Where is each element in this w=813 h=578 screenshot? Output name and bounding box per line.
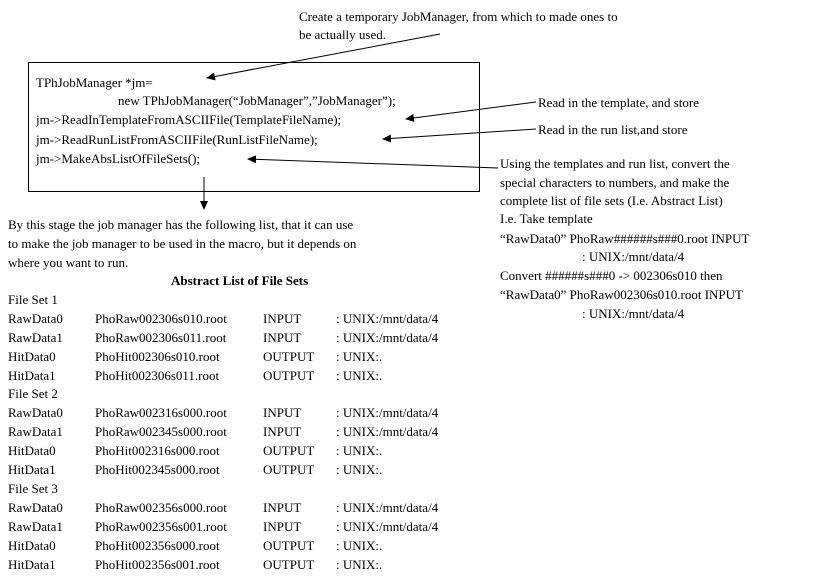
- file-location: : UNIX:.: [336, 368, 383, 383]
- note-make-list-line: Using the templates and run list, conver…: [500, 156, 730, 171]
- file-location: : UNIX:/mnt/data/4: [336, 519, 439, 534]
- file-key: HitData0: [8, 538, 56, 553]
- note-make-list-line: complete list of file sets (I.e. Abstrac…: [500, 193, 723, 208]
- top-note-line-1: Create a temporary JobManager, from whic…: [299, 9, 618, 24]
- file-name: PhoRaw002306s011.root: [95, 330, 227, 345]
- file-key: RawData1: [8, 424, 63, 439]
- file-name: PhoRaw002345s000.root: [95, 424, 227, 439]
- note-make-list-line: I.e. Take template: [500, 211, 593, 226]
- intro-line-2: to make the job manager to be used in th…: [8, 236, 357, 251]
- arrow-read-runlist: [382, 128, 537, 143]
- file-mode: INPUT: [263, 330, 302, 345]
- intro-line-1: By this stage the job manager has the fo…: [8, 217, 354, 232]
- file-mode: OUTPUT: [263, 349, 315, 364]
- file-mode: INPUT: [263, 424, 302, 439]
- file-name: PhoHit002316s000.root: [95, 443, 220, 458]
- file-key: HitData0: [8, 443, 56, 458]
- file-mode: INPUT: [263, 405, 302, 420]
- file-location: : UNIX:.: [336, 462, 383, 477]
- abstract-list-title: Abstract List of File Sets: [171, 273, 309, 288]
- note-make-list-line: : UNIX:/mnt/data/4: [582, 306, 685, 321]
- file-name: PhoRaw002316s000.root: [95, 405, 227, 420]
- arrow-read-template: [405, 101, 537, 122]
- file-key: HitData0: [8, 349, 56, 364]
- file-set-label: File Set 1: [8, 292, 58, 307]
- code-line-3: jm->ReadInTemplateFromASCIIFile(Template…: [36, 112, 342, 127]
- file-location: : UNIX:.: [336, 349, 383, 364]
- intro-line-3: where you want to run.: [8, 255, 129, 270]
- arrow-top-note: [206, 33, 441, 81]
- top-note-line-2: be actually used.: [299, 27, 386, 42]
- file-mode: OUTPUT: [263, 538, 315, 553]
- file-key: RawData1: [8, 519, 63, 534]
- file-mode: OUTPUT: [263, 443, 315, 458]
- note-make-list-line: Convert ######s###0 -> 002306s010 then: [500, 268, 723, 283]
- file-location: : UNIX:.: [336, 443, 383, 458]
- file-location: : UNIX:/mnt/data/4: [336, 311, 439, 326]
- file-name: PhoHit002345s000.root: [95, 462, 220, 477]
- file-set-label: File Set 2: [8, 386, 58, 401]
- note-make-list-line: “RawData0” PhoRaw002306s010.root INPUT: [500, 287, 743, 302]
- file-key: RawData1: [8, 330, 63, 345]
- note-read-template: Read in the template, and store: [538, 95, 700, 110]
- file-mode: OUTPUT: [263, 462, 315, 477]
- note-make-list-line: : UNIX:/mnt/data/4: [582, 249, 685, 264]
- file-name: PhoHit002306s011.root: [95, 368, 220, 383]
- file-name: PhoHit002356s001.root: [95, 557, 220, 572]
- note-make-list-line: special characters to numbers, and make …: [500, 175, 730, 190]
- file-location: : UNIX:/mnt/data/4: [336, 330, 439, 345]
- file-key: HitData1: [8, 368, 56, 383]
- note-make-list-line: “RawData0” PhoRaw######s###0.root INPUT: [500, 231, 750, 246]
- code-box: [28, 62, 480, 192]
- file-location: : UNIX:.: [336, 538, 383, 553]
- file-key: RawData0: [8, 405, 63, 420]
- file-location: : UNIX:.: [336, 557, 383, 572]
- code-line-2: new TPhJobManager(“JobManager”,”JobManag…: [118, 93, 396, 108]
- file-name: PhoHit002306s010.root: [95, 349, 220, 364]
- file-mode: OUTPUT: [263, 557, 315, 572]
- file-location: : UNIX:/mnt/data/4: [336, 424, 439, 439]
- file-key: HitData1: [8, 557, 56, 572]
- arrow-make-list: [247, 155, 499, 169]
- file-location: : UNIX:/mnt/data/4: [336, 500, 439, 515]
- file-name: PhoHit002356s000.root: [95, 538, 220, 553]
- file-mode: INPUT: [263, 500, 302, 515]
- file-name: PhoRaw002356s001.root: [95, 519, 227, 534]
- note-read-runlist: Read in the run list,and store: [538, 122, 688, 137]
- code-line-4: jm->ReadRunListFromASCIIFile(RunListFile…: [36, 132, 318, 147]
- file-set-label: File Set 3: [8, 481, 58, 496]
- file-mode: INPUT: [263, 311, 302, 326]
- file-mode: OUTPUT: [263, 368, 315, 383]
- file-key: HitData1: [8, 462, 56, 477]
- file-key: RawData0: [8, 500, 63, 515]
- file-mode: INPUT: [263, 519, 302, 534]
- file-name: PhoRaw002306s010.root: [95, 311, 227, 326]
- file-key: RawData0: [8, 311, 63, 326]
- file-name: PhoRaw002356s000.root: [95, 500, 227, 515]
- code-line-1: TPhJobManager *jm=: [36, 75, 153, 90]
- file-location: : UNIX:/mnt/data/4: [336, 405, 439, 420]
- code-line-5: jm->MakeAbsListOfFileSets();: [36, 151, 201, 166]
